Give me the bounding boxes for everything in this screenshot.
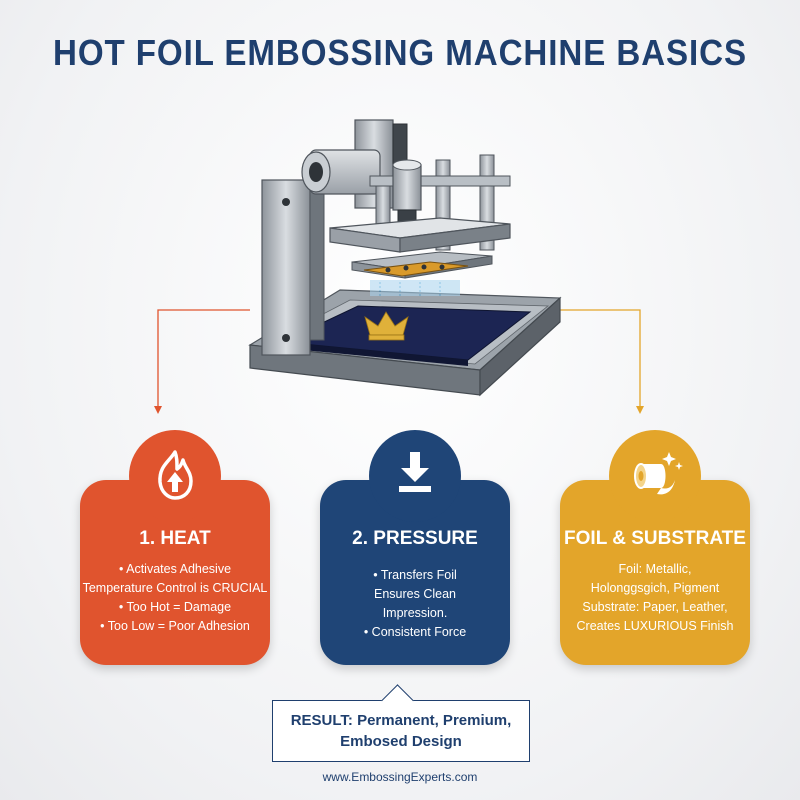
crown-icon	[364, 311, 409, 341]
foil-line: Foil: Metallic,	[618, 562, 692, 576]
page-title: HOT FOIL EMBOSSING MACHINE BASICS	[52, 32, 748, 73]
heat-glow	[370, 280, 460, 298]
footer-url: www.EmbossingExperts.com	[322, 770, 478, 784]
embossing-die	[363, 261, 469, 277]
heat-line: • Activates Adhesive	[118, 562, 232, 576]
result-text: RESULT: Permanent, Premium, Embosed Desi…	[273, 710, 529, 752]
pressure-line: • Transfers Foil	[373, 568, 457, 582]
foil-line: Creates LUXURIOUS Finish	[576, 619, 734, 633]
embossing-machine-illustration	[248, 119, 562, 397]
foil-card-title: FOIL & SUBSTRATE	[564, 528, 746, 549]
pressure-line: • Consistent Force	[363, 625, 467, 639]
heat-line: Temperature Control is CRUCIAL	[82, 581, 268, 595]
pressure-card-title: 2. PRESSURE	[352, 528, 478, 549]
heat-card: 1. HEAT • Activates Adhesive Temperature…	[80, 430, 270, 665]
heat-line: • Too Hot = Damage	[118, 600, 232, 614]
foil-line: Substrate: Paper, Leather,	[582, 600, 728, 614]
pressure-card-badge	[369, 430, 461, 522]
heat-line: • Too Low = Poor Adhesion	[100, 619, 250, 633]
foil-card-lines: Foil: Metallic, Holonggsgich, Pigment Su…	[560, 560, 750, 636]
result-line-1: RESULT: Permanent, Premium,	[290, 712, 512, 729]
pressure-line: Ensures Clean	[374, 587, 456, 601]
machine-column	[261, 179, 325, 356]
foil-line: Holonggsgich, Pigment	[590, 581, 720, 595]
down-arrow-press-icon	[399, 452, 431, 492]
foil-roll-icon	[634, 452, 683, 495]
pressure-card: 2. PRESSURE • Transfers Foil Ensures Cle…	[320, 430, 510, 665]
foil-card-badge	[609, 430, 701, 522]
pressure-line: Impression.	[382, 606, 448, 620]
result-line-2: Embosed Design	[340, 733, 462, 750]
press-spindle	[392, 159, 422, 225]
heat-connector-line	[157, 309, 250, 408]
foil-connector-arrow	[636, 406, 644, 414]
heat-card-lines: • Activates Adhesive Temperature Control…	[80, 560, 270, 636]
foil-substrate-card: FOIL & SUBSTRATE Foil: Metallic, Holongg…	[560, 430, 750, 665]
heat-card-badge	[129, 430, 221, 522]
heat-connector-arrow	[154, 406, 162, 414]
pressure-card-lines: • Transfers Foil Ensures Clean Impressio…	[320, 566, 510, 642]
heat-card-title: 1. HEAT	[139, 528, 211, 549]
substrate-plate	[280, 305, 532, 366]
foil-connector-line	[555, 309, 641, 408]
flame-arrow-icon	[158, 450, 193, 500]
